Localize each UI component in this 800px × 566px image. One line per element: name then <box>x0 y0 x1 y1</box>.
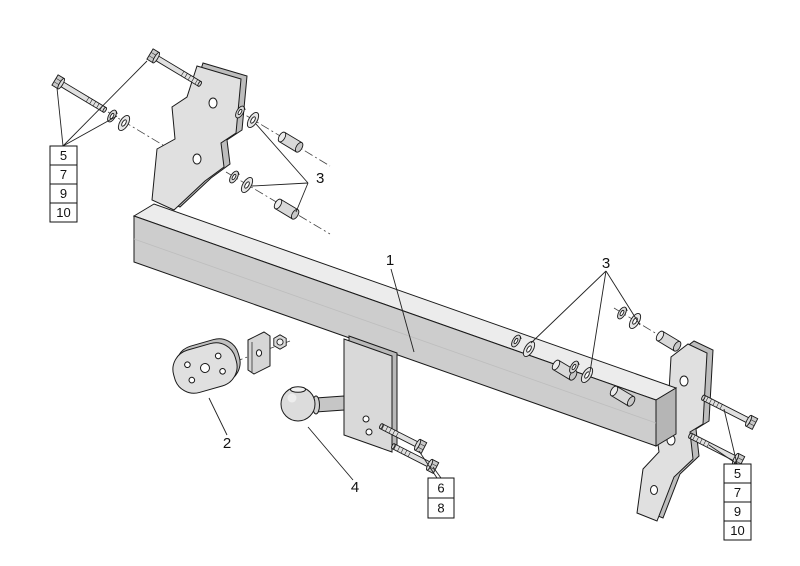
callout-right-3: 10 <box>730 523 744 538</box>
callout-stack-center <box>427 477 455 519</box>
callout-right-1: 7 <box>734 485 741 500</box>
spacer-sleeve <box>272 197 301 221</box>
tongue-hole <box>365 428 373 436</box>
spring-washer-icon <box>227 169 241 185</box>
part-label-plate: 2 <box>223 435 231 452</box>
callout-stack-right <box>723 463 752 541</box>
callout-left-1: 7 <box>60 167 67 182</box>
bolt <box>146 48 205 91</box>
mounting-plate <box>172 338 241 394</box>
callout-left-0: 5 <box>60 148 67 163</box>
part-label-hardware-left: 3 <box>316 170 324 187</box>
part-label-beam: 1 <box>386 252 394 269</box>
callout-left-2: 9 <box>60 186 67 201</box>
leader-lines <box>56 60 738 481</box>
part-label-hardware-right: 3 <box>602 255 610 272</box>
callout-right-0: 5 <box>734 466 741 481</box>
crossbeam <box>132 203 678 447</box>
angle-bracket <box>247 331 271 375</box>
part-label-ball: 4 <box>351 479 359 496</box>
callout-right-2: 9 <box>734 504 741 519</box>
tongue-hole <box>362 415 370 423</box>
left-bracket <box>151 62 248 211</box>
spring-washer-icon <box>615 305 629 321</box>
flat-washer-icon <box>626 311 644 331</box>
ball-top <box>290 386 306 393</box>
bracket-hole <box>192 153 202 165</box>
bracket-hole <box>208 97 218 109</box>
spacer-sleeve <box>276 130 305 154</box>
flat-washer-icon <box>238 175 256 195</box>
callout-center-0: 6 <box>437 481 444 496</box>
bracket-hole <box>650 485 658 495</box>
callout-stack-left <box>49 145 78 223</box>
callout-left-3: 10 <box>56 205 70 220</box>
ball-neck <box>315 395 345 413</box>
nut <box>273 334 287 350</box>
bracket-hole <box>679 375 689 387</box>
bolt <box>51 74 110 117</box>
flat-washer-icon <box>115 113 133 133</box>
callout-center-1: 8 <box>437 501 444 516</box>
ball-mount <box>280 335 398 453</box>
spacer-sleeve <box>654 329 683 353</box>
